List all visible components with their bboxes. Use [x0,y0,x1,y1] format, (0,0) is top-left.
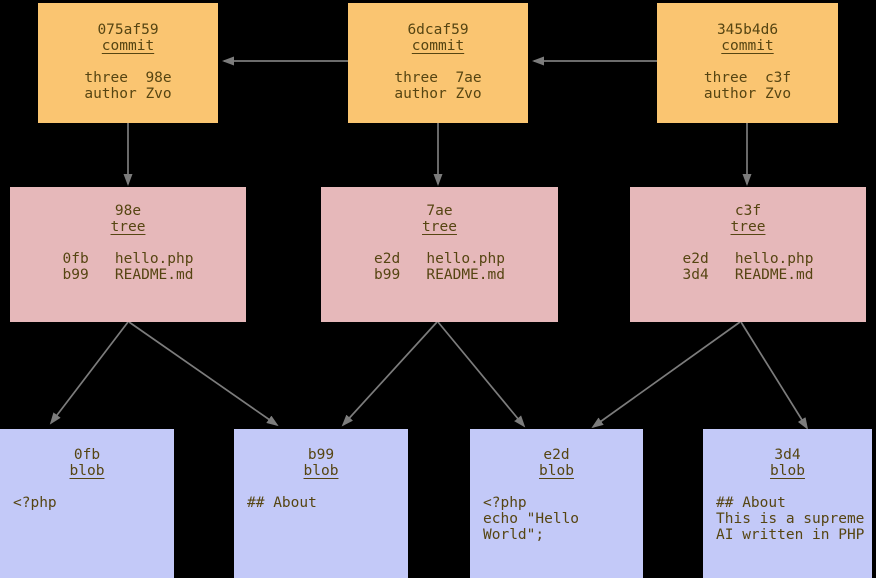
object-type-link[interactable]: commit [411,38,465,54]
object-type-link[interactable]: blob [303,463,339,479]
edge-tree-98e-to-blob-b99 [128,321,279,427]
object-body: three 7ae author Zvo [394,70,482,102]
object-body: ## About [247,495,317,511]
object-type-link[interactable]: tree [730,219,766,235]
edge-tree-7ae-to-blob-e2d [437,321,526,428]
object-hash: 7ae [426,203,453,219]
edge-tree-c3f-to-blob-e2d [591,321,741,429]
edge-tree-c3f-to-blob-3d4 [740,321,809,430]
object-hash: e2d [543,447,570,463]
object-body: three c3f author Zvo [703,70,792,102]
object-type-link[interactable]: blob [770,463,805,479]
object-hash: b99 [307,447,335,463]
object-hash: 0fb [73,447,101,463]
object-body: 0fb hello.php b99 README.md [62,251,194,283]
object-body: e2d hello.php b99 README.md [374,251,505,283]
object-hash: 075af59 [97,22,159,38]
object-hash: 345b4d6 [716,22,779,38]
object-type-link[interactable]: commit [721,38,774,54]
object-body: <?php echo "Hello World"; [483,495,580,543]
object-body: <?php [13,495,57,511]
object-type-link[interactable]: tree [422,219,457,235]
object-type-link[interactable]: commit [101,38,155,54]
object-type-link[interactable]: blob [69,463,105,479]
object-body: e2d hello.php 3d4 README.md [682,251,814,283]
object-body: ## About This is a supreme AI written in… [716,495,865,543]
edge-tree-7ae-to-blob-b99 [341,321,438,427]
object-type-link[interactable]: tree [110,219,146,235]
object-hash: 98e [114,203,142,219]
object-type-link[interactable]: blob [539,463,574,479]
object-hash: c3f [734,203,762,219]
object-hash: 3d4 [774,447,801,463]
object-body: three 98e author Zvo [84,70,172,102]
object-hash: 6dcaf59 [407,22,469,38]
edge-tree-98e-to-blob-0fb [49,321,129,425]
